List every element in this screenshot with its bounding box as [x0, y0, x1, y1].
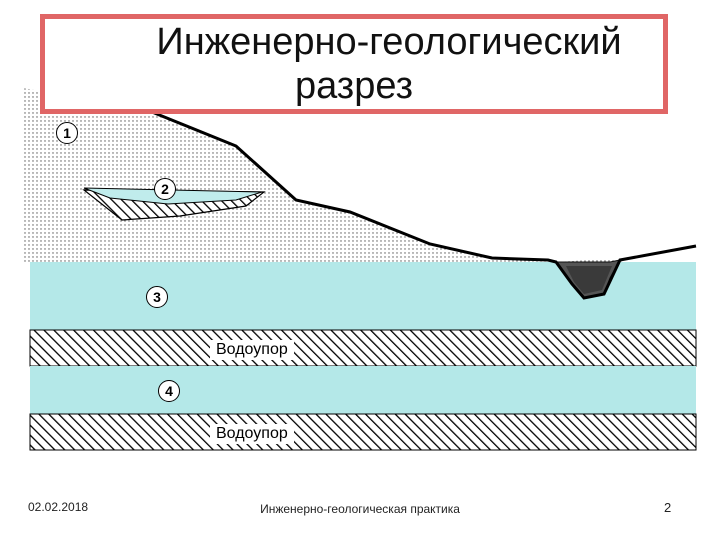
- aquifer-layer-4: [30, 366, 696, 414]
- aquitard-layer-upper: [29, 329, 697, 367]
- aquitard-layer-lower: [29, 413, 697, 451]
- layer-marker-1: 1: [56, 122, 78, 144]
- footer-date: 02.02.2018: [28, 500, 89, 514]
- aquitard-label-upper: Водоупор: [210, 340, 294, 360]
- title-line-2: разрез: [294, 65, 414, 107]
- layer-marker-2: 2: [154, 178, 176, 200]
- slide-title: Инженерно-геологический разрез: [40, 14, 668, 114]
- aquitard-label-lower: Водоупор: [210, 424, 294, 444]
- title-line-1: Инженерно-геологический: [156, 21, 622, 63]
- page-number: 2: [664, 500, 672, 515]
- footer-title: Инженерно-геологическая практика: [260, 502, 460, 516]
- soil-layer: [22, 88, 624, 262]
- ground-surface: [127, 102, 697, 300]
- layer-marker-4: 4: [158, 380, 180, 402]
- river-water: [566, 266, 612, 294]
- layer-marker-3: 3: [146, 286, 168, 308]
